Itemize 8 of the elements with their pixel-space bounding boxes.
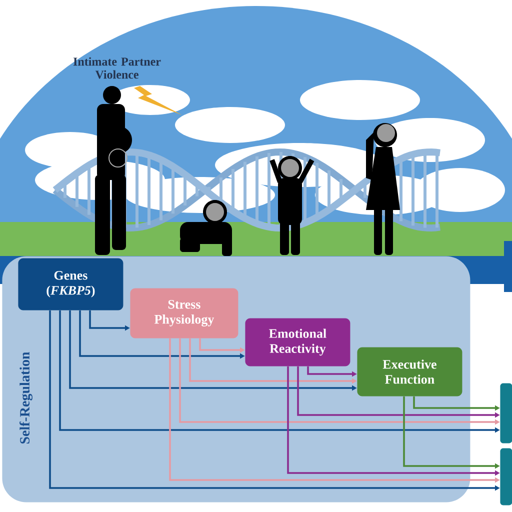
process-box: Stress Physiology: [130, 288, 238, 338]
process-box: Genes (FKBP5): [18, 258, 124, 310]
process-box: Emotional Reactivity: [245, 318, 350, 366]
outcome-box: [500, 383, 512, 444]
scene-label: Intimate Partner Violence: [73, 57, 161, 79]
process-box: Executive Function: [357, 347, 462, 396]
panel-title: Self-Regulation: [20, 352, 32, 444]
outcome-box: [500, 448, 512, 506]
